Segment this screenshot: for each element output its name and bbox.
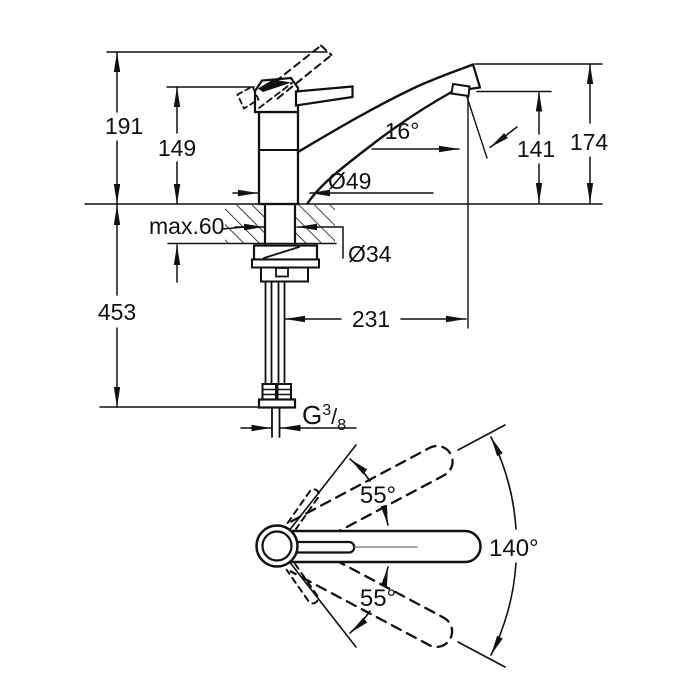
lever-swing-down-group (285, 562, 319, 605)
lever-swing-up-group (286, 488, 320, 530)
thread-prefix: G (302, 400, 322, 430)
dim-140-label: 140° (489, 535, 539, 562)
spout-end-face (468, 63, 482, 91)
hose-nut-left (261, 383, 277, 401)
lever-top-view (292, 540, 356, 554)
arc-55-up-inner (380, 504, 389, 526)
front-view: 191 149 174 141 16° Ø49 max.60 Ø34 453 2… (84, 44, 609, 438)
nut-tab (275, 267, 289, 278)
lever-raised-dashed-1 (265, 44, 322, 90)
ext-line-55-up (289, 444, 357, 531)
faucet-body (257, 110, 300, 206)
spout-swivel-up-group (289, 444, 454, 551)
dim-453-label: 453 (98, 299, 136, 325)
lever-dashed-up (286, 488, 320, 530)
lever-raised-dashed-tip (320, 44, 333, 56)
ext-line-55-down (289, 561, 357, 648)
lever-raised-dashed-2 (276, 54, 333, 100)
dim-141-label: 141 (517, 136, 555, 162)
dim-149-label: 149 (158, 135, 196, 161)
body-circle-inner (261, 530, 293, 562)
hose-end-collar (257, 398, 297, 409)
radial-tick-down (457, 641, 506, 668)
arc-55-down-inner (380, 566, 389, 588)
water-jet-line (466, 96, 488, 159)
top-view: 55° 55° 140° (255, 424, 539, 668)
dim-d49-label: Ø49 (328, 168, 371, 194)
thread-slash: / (331, 404, 338, 429)
arc-140-upper (490, 436, 517, 530)
stabilizer-slot-line (263, 246, 300, 259)
spout-top-curve (296, 63, 475, 154)
arc-55-down-outer (349, 610, 371, 634)
lever-dashed-down (285, 562, 319, 605)
lever-left-ghost (236, 85, 260, 110)
spout-dashed-up (289, 444, 454, 551)
counter-hatch-left (225, 205, 265, 243)
arc-55-up-outer (349, 458, 371, 482)
mounting-flange (251, 258, 320, 269)
thread-denominator: 8 (337, 417, 346, 434)
arc-140-lower (490, 562, 517, 656)
dim-thread-label: G3/8 (302, 400, 346, 434)
spout-bottom-curve (306, 90, 454, 205)
dim-55-up-label: 55° (360, 482, 396, 509)
dim-174-label: 174 (570, 129, 609, 155)
dim-d34-leader (296, 223, 344, 259)
lever-handle (294, 85, 354, 107)
dim-191-label: 191 (105, 113, 143, 139)
spout-dashed-down (289, 542, 454, 649)
cap-hidden-line (258, 82, 293, 109)
dim-max60-label: max.60 (149, 213, 224, 239)
mousseur-outlet (450, 82, 471, 98)
radial-tick-up (457, 424, 506, 451)
jet-angle-arrow (489, 126, 518, 149)
dim-231-label: 231 (352, 306, 390, 332)
dim-55-down-label: 55° (360, 585, 396, 612)
dim-16deg-label: 16° (385, 118, 420, 144)
hose-nut-right (276, 383, 292, 401)
thread-numerator: 3 (322, 402, 331, 419)
dim-d34-label: Ø34 (348, 241, 392, 267)
spout-swivel-down-group (289, 542, 454, 649)
counter-hatch-right (295, 205, 335, 243)
